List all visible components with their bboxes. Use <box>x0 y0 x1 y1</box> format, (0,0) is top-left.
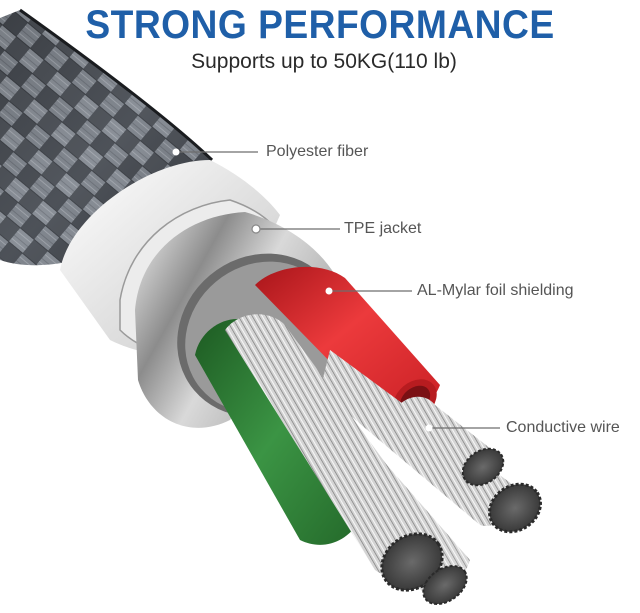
mylar-dot-icon <box>325 287 333 295</box>
callout-leader-lines <box>178 151 500 429</box>
green-conductor <box>195 319 360 545</box>
callout-conductive-wire: Conductive wire <box>506 419 620 436</box>
callout-al-mylar-foil: AL-Mylar foil shielding <box>417 282 574 299</box>
callout-tpe-jacket: TPE jacket <box>344 220 422 237</box>
conductor-dot-icon <box>425 424 433 432</box>
conductive-wire-bundles <box>225 314 542 606</box>
tpe-ring-icon <box>251 224 261 234</box>
page-subtitle: Supports up to 50KG(110 lb) <box>191 50 457 73</box>
callout-dots <box>172 148 433 432</box>
page-title: STRONG PERFORMANCE <box>85 3 555 47</box>
polyester-dot-icon <box>172 148 180 156</box>
callout-polyester-fiber: Polyester fiber <box>266 143 369 160</box>
